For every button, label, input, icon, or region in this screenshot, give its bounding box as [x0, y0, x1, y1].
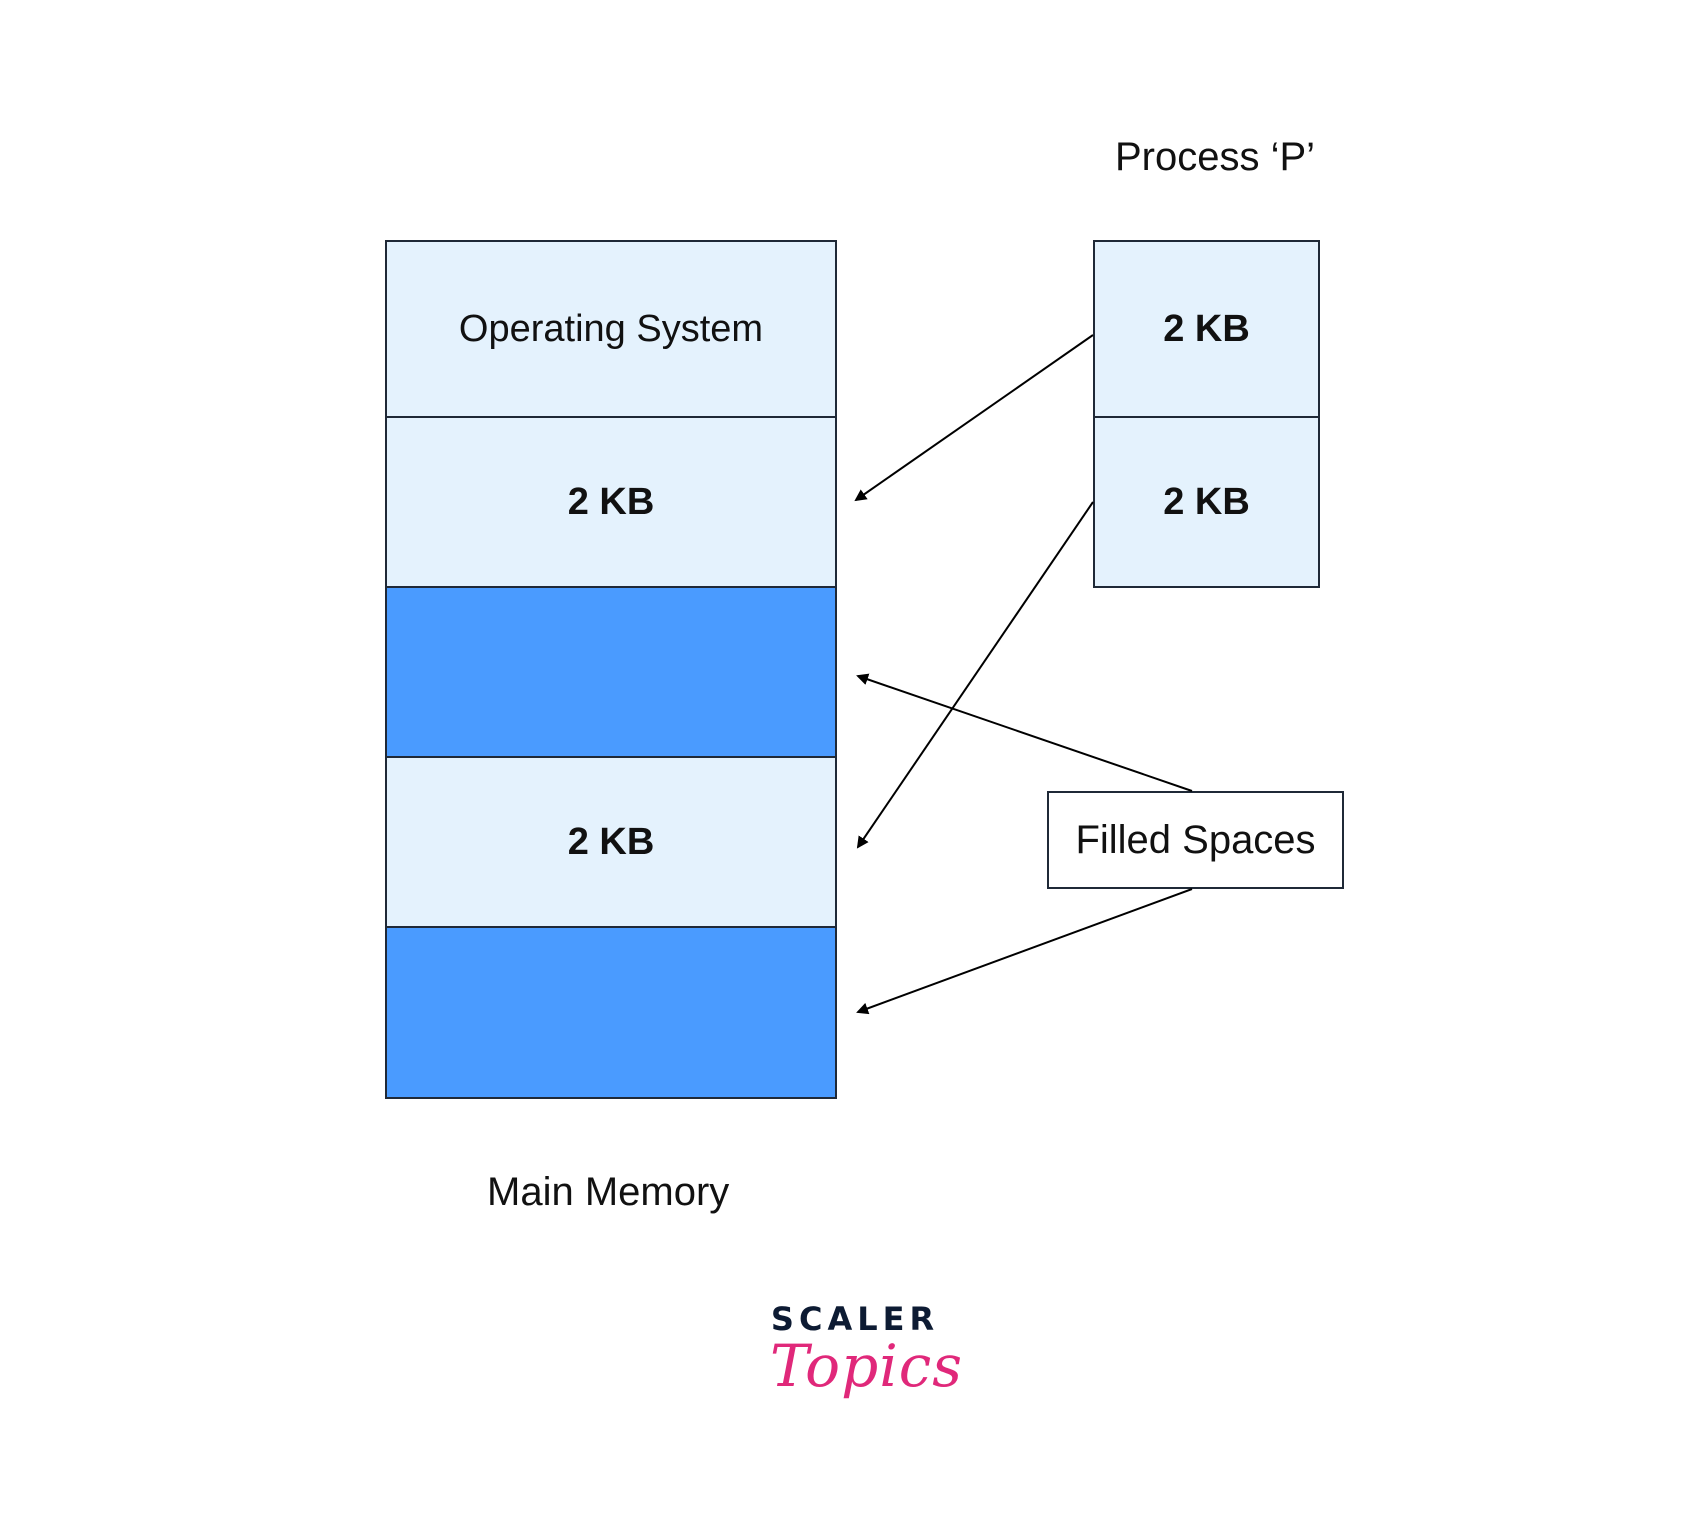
process-page-label: 2 KB: [1163, 480, 1250, 523]
process-title: Process ‘P’: [1115, 135, 1316, 179]
process-page-1: 2 KB: [1093, 240, 1320, 418]
filled-spaces-callout: Filled Spaces: [1047, 791, 1344, 889]
memory-block-filled-2: [385, 926, 837, 1099]
arrow-page1-to-memory: [854, 334, 1094, 502]
memory-block-label: Operating System: [458, 307, 764, 350]
logo-scaler-text: SCALER: [770, 1300, 940, 1338]
memory-block-label: 2 KB: [567, 820, 655, 863]
memory-block-page-1: 2 KB: [385, 416, 837, 588]
memory-block-label: 2 KB: [567, 480, 655, 523]
logo-topics-text: Topics: [770, 1332, 964, 1400]
arrow-page2-to-memory: [856, 501, 1094, 849]
main-memory-caption: Main Memory: [487, 1170, 730, 1214]
memory-block-page-2: 2 KB: [385, 756, 837, 928]
process-page-2: 2 KB: [1093, 416, 1320, 588]
scaler-topics-logo: SCALER Topics: [770, 1300, 964, 1400]
memory-block-os: Operating System: [385, 240, 837, 418]
arrow-callout-to-filled-2: [856, 888, 1193, 1015]
arrow-callout-to-filled-1: [856, 673, 1193, 792]
process-page-label: 2 KB: [1163, 307, 1250, 350]
filled-spaces-label: Filled Spaces: [1075, 817, 1316, 862]
